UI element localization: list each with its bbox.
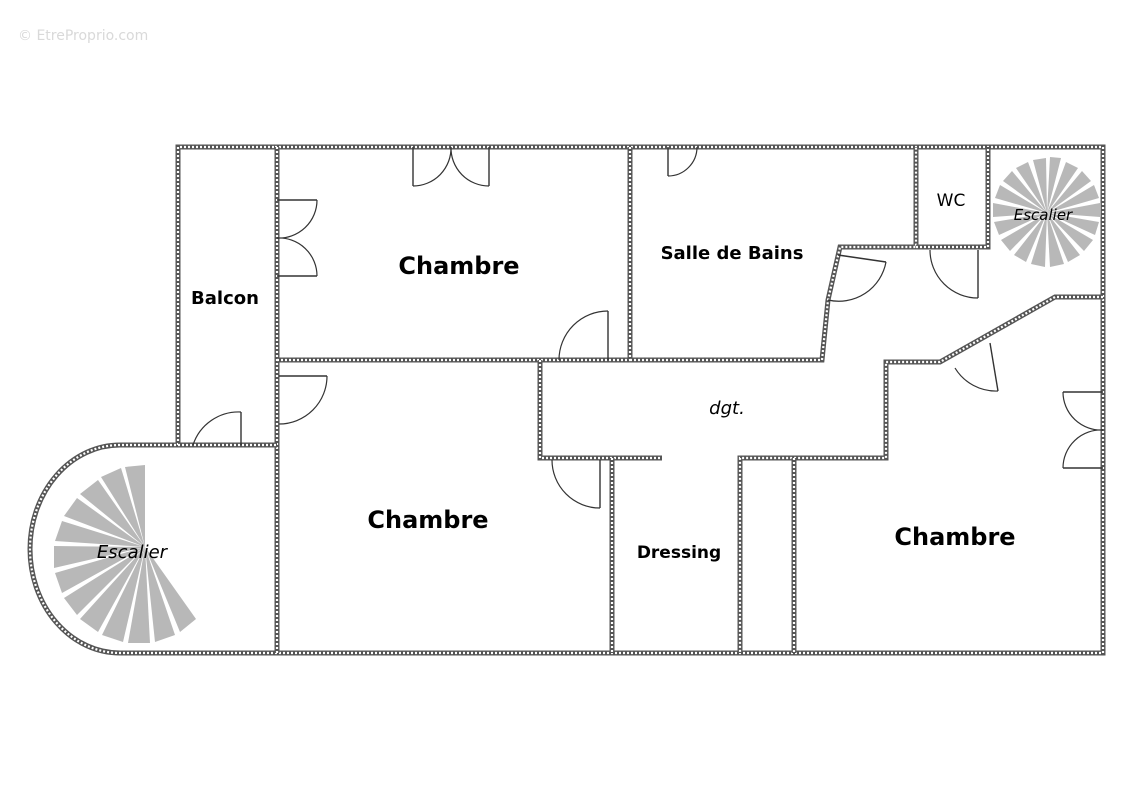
room-label-wc: WC xyxy=(937,191,966,211)
room-label-balcon: Balcon xyxy=(191,288,259,309)
room-label-escalier-left: Escalier xyxy=(97,542,169,563)
room-label-dressing: Dressing xyxy=(637,543,721,563)
walls xyxy=(27,144,1106,656)
stairs-right-icon xyxy=(993,157,1100,267)
watermark-text: © EtreProprio.com xyxy=(18,28,148,44)
room-label-chambre-top: Chambre xyxy=(398,252,519,280)
room-label-dgt: dgt. xyxy=(709,398,745,419)
room-label-escalier-right: Escalier xyxy=(1014,206,1073,224)
doors xyxy=(192,146,1104,509)
room-label-chambre-right: Chambre xyxy=(894,523,1015,551)
stairs-left-icon xyxy=(54,465,196,643)
room-label-chambre-middle: Chambre xyxy=(367,506,488,534)
room-label-salle-de-bains: Salle de Bains xyxy=(661,243,804,264)
